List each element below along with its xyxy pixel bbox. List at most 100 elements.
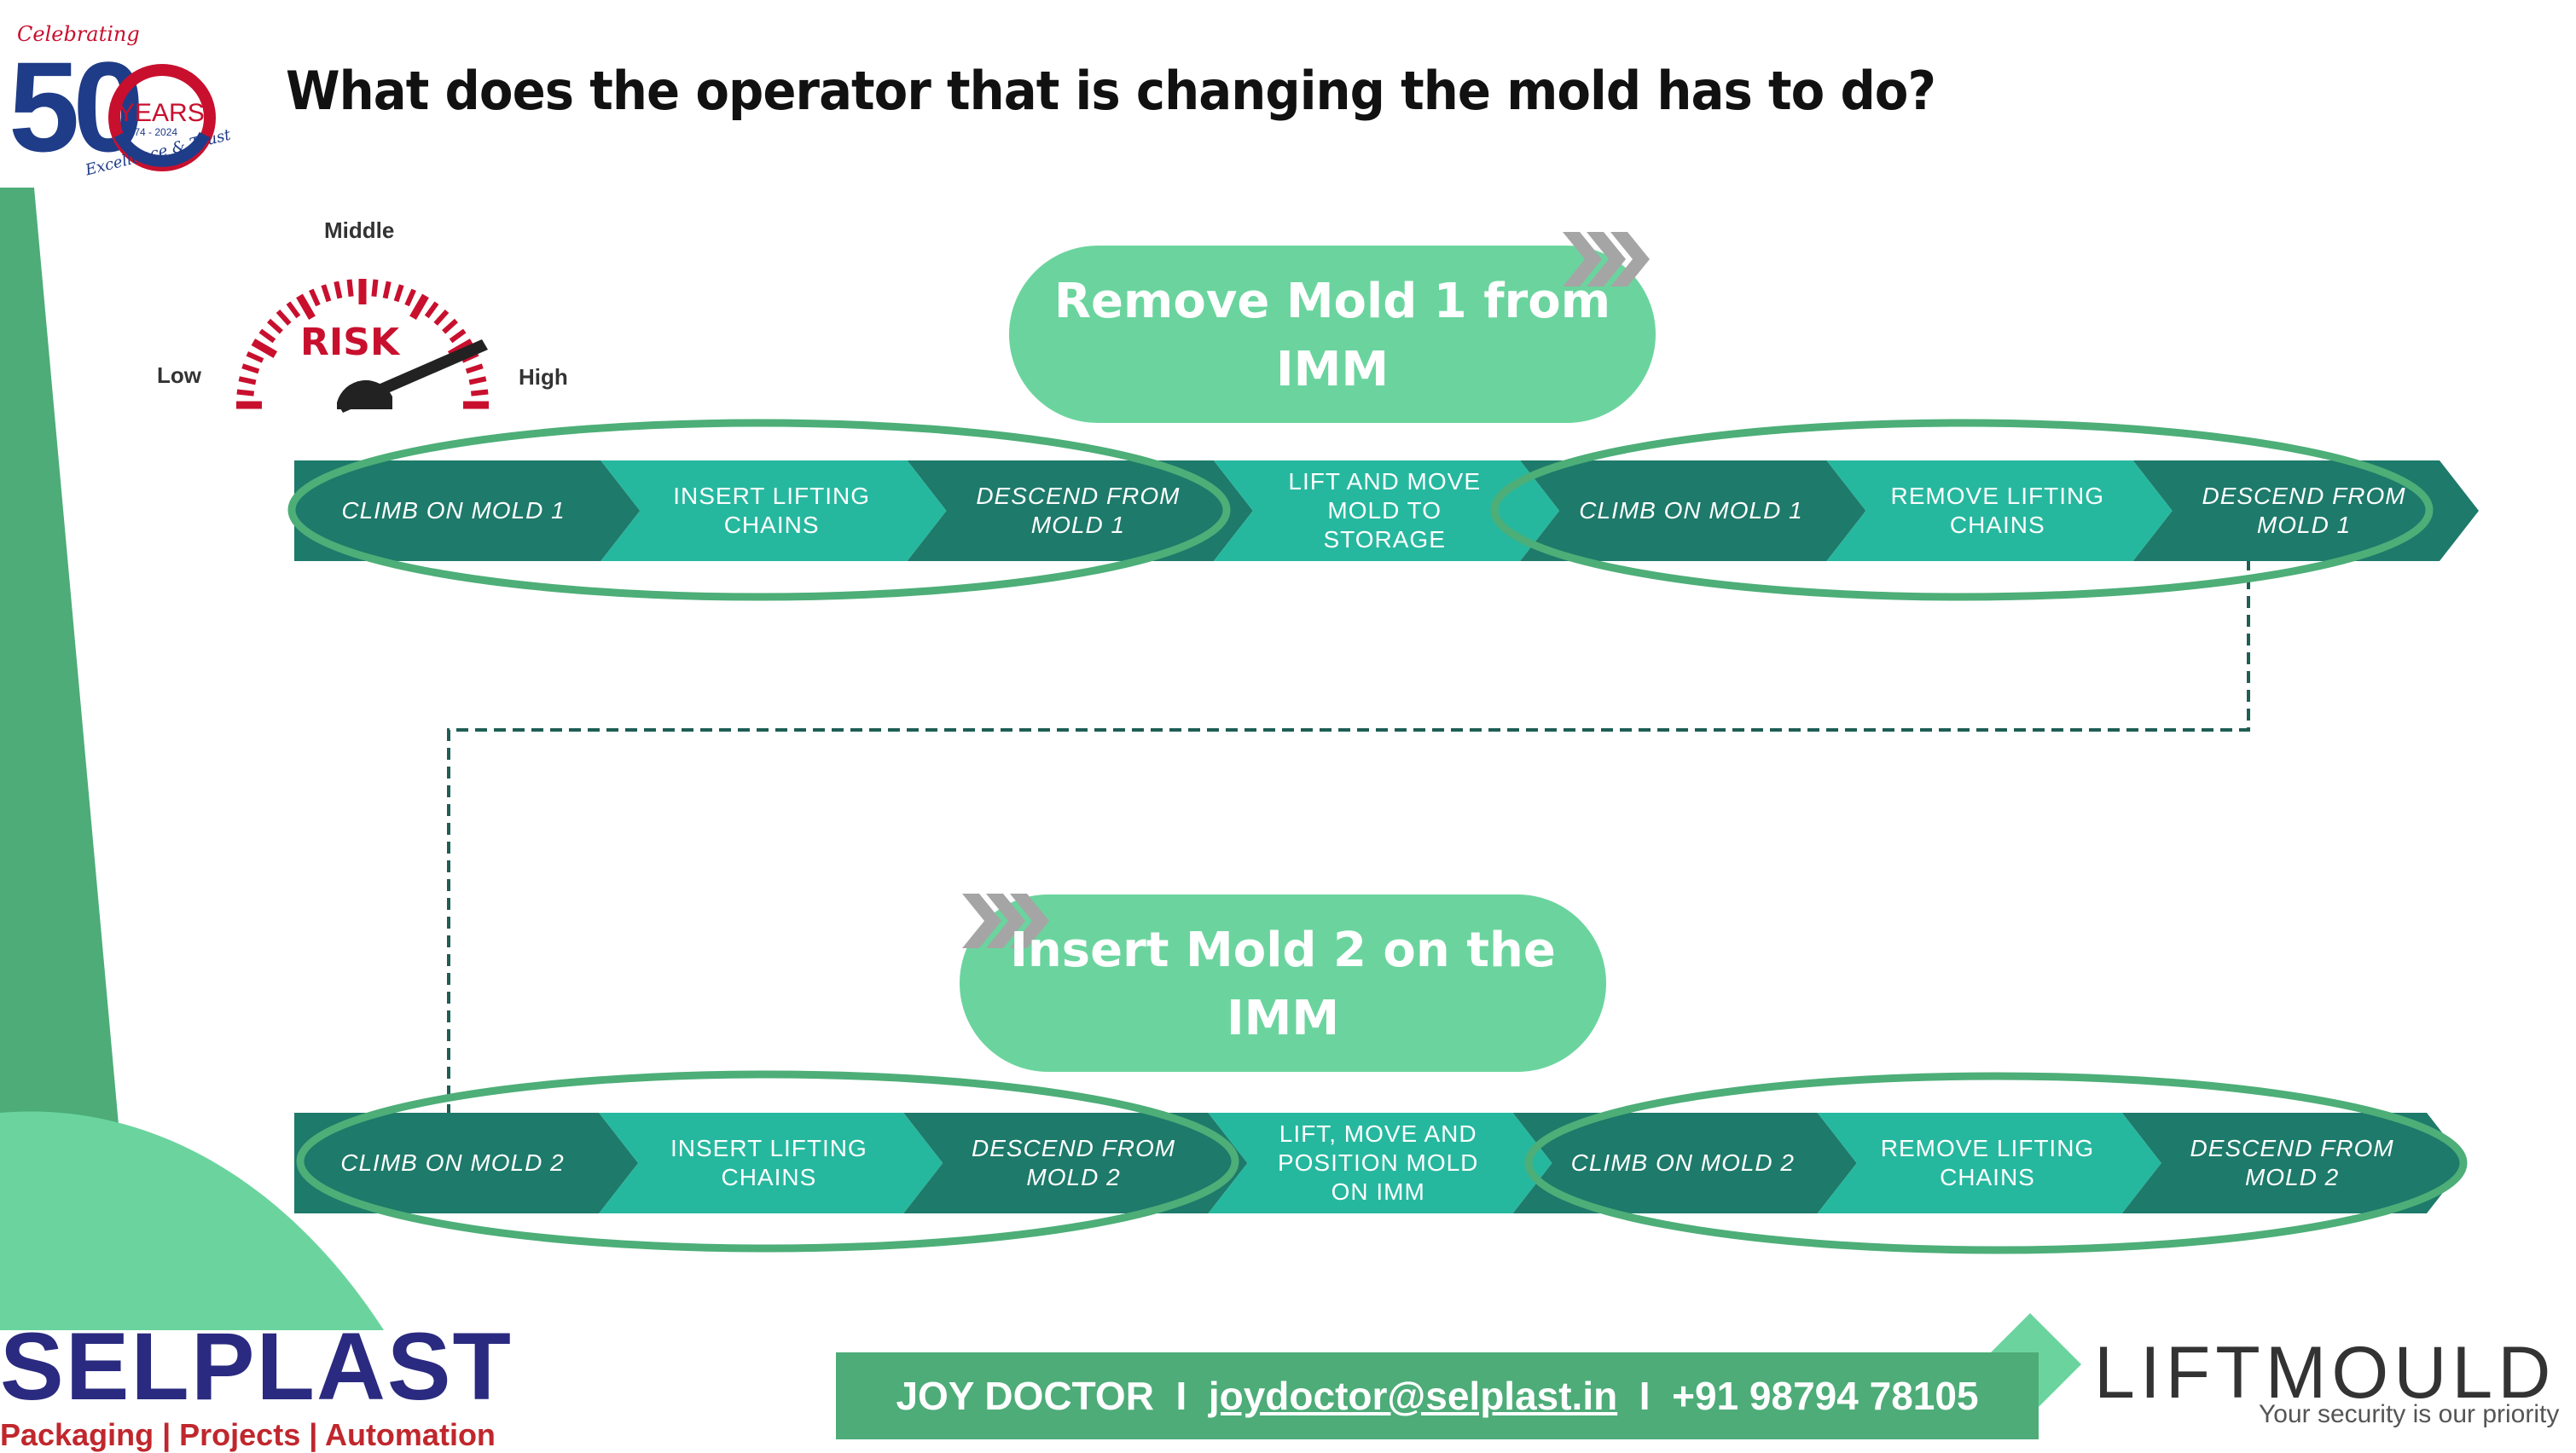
step-label-line: CHAINS [1940,1164,2035,1190]
banner-insert-mold [960,894,1606,1072]
bottom-left-green-shape [0,1111,384,1330]
gauge-tick [321,284,332,303]
gauge-tick [276,310,292,326]
step-label-line: REMOVE LIFTING [1890,483,2104,509]
step-label-text: DESCEND FROM MOLD 1 [2202,482,2405,540]
gauge-tick [470,389,489,397]
step-label-line: REMOVE LIFTING [1880,1135,2095,1161]
selplast-logo: SELPLAST [0,1313,513,1420]
step-label: DESCEND FROM MOLD 2 [2145,1113,2438,1213]
logo-years: YEARS [118,99,205,127]
step-label-line: STORAGE [1323,526,1446,553]
footer-email-link[interactable]: joydoctor@selplast.in [1208,1374,1618,1418]
banner-insert-line1: Insert Mold 2 on the [1010,923,1556,978]
gauge-tick [433,310,450,326]
gauge-tick [251,339,278,358]
banner-remove-line1: Remove Mold 1 from [1053,274,1611,329]
step-label-line: ON IMM [1331,1178,1425,1205]
footer-sep-2: I [1639,1374,1651,1418]
gauge-tick [238,376,257,385]
banner-insert-line2: IMM [1226,991,1340,1046]
gauge-tick [468,376,487,385]
chevron-decor-top [1563,232,1650,287]
gauge-tick [267,318,283,334]
gauge-tick [241,363,260,374]
step-label-line: INSERT LIFTING [673,483,870,509]
step-chevron [1213,460,1560,561]
step-label-line: CLIMB ON MOLD 1 [1579,497,1803,524]
gauge-tick [246,351,264,363]
gauge-hub [337,379,392,409]
step-label-text: CLIMB ON MOLD 1 [341,496,565,525]
step-label: CLIMB ON MOLD 1 [1544,460,1838,561]
liftmould-tagline: Your security is our priority [2259,1400,2560,1428]
gauge-tick [404,288,416,307]
gauge-tick [393,284,404,303]
step-label-line: MOLD 1 [2256,512,2352,538]
gauge-tick [236,389,255,397]
gauge-tick [286,301,301,319]
gauge-tick [346,279,354,298]
liftmould-logo: LIFTMOULD [2094,1332,2556,1414]
step-label-line: POSITION MOLD [1277,1149,1479,1176]
step-label: CLIMB ON MOLD 1 [294,460,612,561]
flow-connector [447,559,2250,1113]
step-label: CLIMB ON MOLD 2 [1536,1113,1829,1213]
step-label-line: DESCEND FROM [2202,483,2406,509]
step-label-line: INSERT LIFTING [670,1135,867,1161]
gauge-tick [382,281,392,299]
risk-word: RISK [300,321,400,364]
step-label-line: LIFT AND MOVE [1288,468,1482,495]
step-label-text: CLIMB ON MOLD 2 [1571,1149,1795,1178]
selplast-tagline: Packaging | Projects | Automation [0,1417,496,1452]
step-label-line: DESCEND FROM [976,483,1181,509]
step-label-text: CLIMB ON MOLD 1 [1579,496,1802,525]
footer-contact: JOY DOCTOR I joydoctor@selplast.in I +91… [836,1352,2039,1439]
footer-phone: +91 98794 78105 [1672,1374,1979,1418]
chevron-decor-bottom [962,894,1049,948]
step-label-text: INSERT LIFTING CHAINS [673,482,870,540]
banner-remove-line2: IMM [1275,342,1390,397]
step-label-text: REMOVE LIFTING CHAINS [1881,1134,2094,1192]
step-label-text: CLIMB ON MOLD 2 [340,1149,564,1178]
anniversary-logo: Celebrating 50 YEARS 1974 - 2024 Excelle… [9,17,233,196]
gauge-tick [409,293,429,321]
gauge-tick [465,363,484,374]
step-label: REMOVE LIFTING CHAINS [1850,460,2144,561]
risk-gauge [236,279,489,413]
footer-sep-1: I [1175,1374,1187,1418]
risk-middle-label: Middle [324,217,395,243]
step-label-line: CHAINS [1949,512,2045,538]
step-label-line: CLIMB ON MOLD 2 [1570,1149,1796,1176]
step-label-line: MOLD 2 [2244,1164,2340,1190]
logo-range: 1974 - 2024 [123,126,178,138]
gauge-tick [442,318,458,334]
gauge-tick [449,328,467,344]
step-label-line: DESCEND FROM [2190,1135,2394,1161]
step-label-line: LIFT, MOVE AND [1279,1120,1477,1147]
step-label-line: MOLD 2 [1026,1164,1121,1190]
step-label: DESCEND FROM MOLD 1 [2156,460,2451,561]
risk-low-label: Low [157,362,201,388]
gauge-tick [334,281,343,299]
gauge-tick [371,279,379,298]
logo-celebrating: Celebrating [17,22,140,46]
step-label: REMOVE LIFTING CHAINS [1841,1113,2133,1213]
gauge-tick [424,301,439,319]
banner-remove-mold [1009,246,1656,423]
step-label-text: REMOVE LIFTING CHAINS [1891,482,2104,540]
step-label: CLIMB ON MOLD 2 [294,1113,611,1213]
step-label-line: CHAINS [723,512,820,538]
logo-ring [108,64,216,171]
step-label: INSERT LIFTING CHAINS [624,460,919,561]
